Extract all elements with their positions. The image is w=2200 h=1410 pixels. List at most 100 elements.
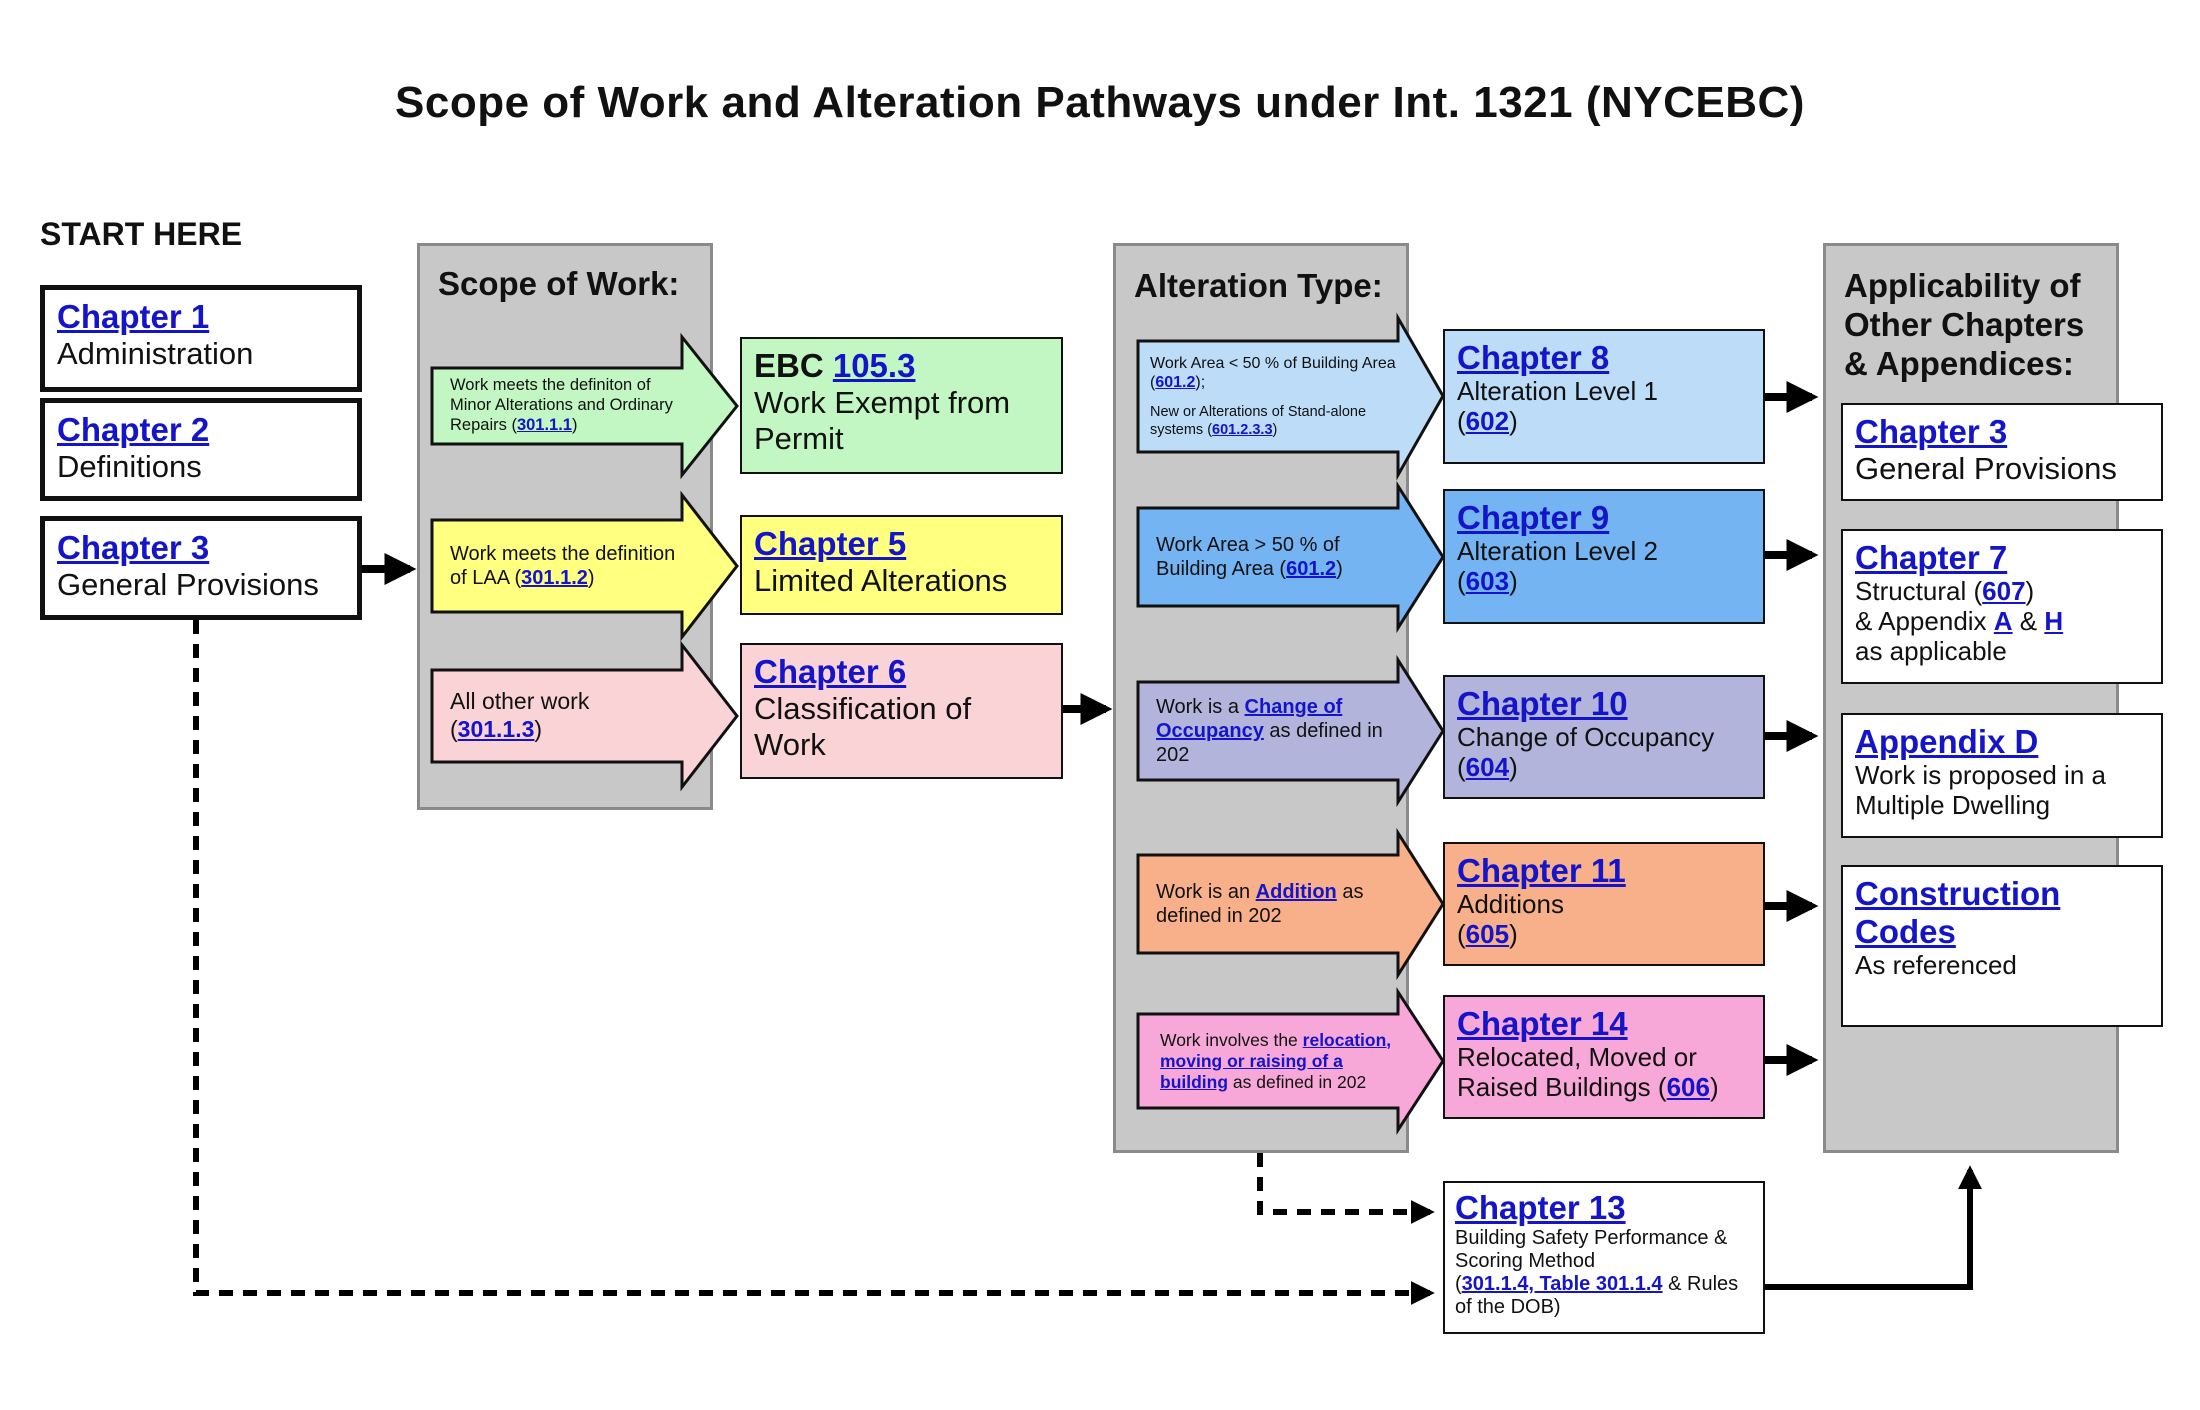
alteration-box-chapter-9: Chapter 9 Alteration Level 2 (603) (1443, 489, 1765, 624)
scope-box-chapter-6-heading[interactable]: Chapter 6 (754, 653, 907, 690)
alteration-arrow-addition-link[interactable]: Addition (1255, 881, 1337, 903)
scope-arrow-minor-alterations-link[interactable]: 301.1.1 (516, 415, 572, 434)
alteration-arrow-relocation-link[interactable]: relocation, moving or raising of a build… (1160, 1029, 1392, 1092)
alteration-arrow-relocation-shape (1136, 986, 1445, 1136)
alteration-box-chapter-14-ref-link[interactable]: 606 (1666, 1071, 1710, 1102)
applicability-box-chapter-7-line1: Structural (607) (1855, 575, 2149, 607)
scope-box-chapter-6: Chapter 6 Classification of Work (740, 643, 1063, 779)
alteration-box-chapter-10-ref-link[interactable]: 604 (1465, 751, 1510, 782)
alteration-box-chapter-11-heading[interactable]: Chapter 11 (1457, 852, 1626, 889)
chapter-13-refs: (301.1.4, Table 301.1.4 & Rules of the D… (1455, 1272, 1739, 1318)
alteration-arrow-addition-post: as defined in 202 (1156, 881, 1364, 927)
alteration-arrow-level-2-shape (1136, 480, 1445, 634)
alteration-box-chapter-11-ref-link[interactable]: 605 (1465, 918, 1510, 949)
alteration-box-chapter-9-ref-link[interactable]: 603 (1465, 565, 1510, 596)
start-box-chapter-3: Chapter 3 General Provisions (40, 516, 362, 620)
applicability-box-appendix-d-text: Work is proposed in a Multiple Dwelling (1855, 759, 2106, 820)
applicability-box-chapter-7-line2-pre: & Appendix (1855, 605, 1994, 636)
alteration-box-chapter-9-text: Alteration Level 2 (1457, 535, 1658, 566)
alteration-arrow-addition: Work is an Addition as defined in 202 (1136, 827, 1445, 981)
alteration-box-chapter-14-heading[interactable]: Chapter 14 (1457, 1005, 1628, 1042)
scope-arrow-minor-alterations-pre: Work meets the definiton of Minor Altera… (450, 376, 673, 434)
applicability-box-chapter-3-heading[interactable]: Chapter 3 (1855, 413, 2008, 450)
connector-start-to-ch13 (193, 620, 1435, 1305)
scope-box-ebc-105-3: EBC 105.3 Work Exempt from Permit (740, 337, 1063, 474)
scope-arrow-all-other-work-link[interactable]: 301.1.3 (457, 716, 535, 742)
scope-arrow-minor-alterations-text: Work meets the definiton of Minor Altera… (450, 337, 685, 475)
scope-arrow-laa-link[interactable]: 301.1.2 (521, 567, 588, 589)
alteration-arrow-relocation-pre: Work involves the (1160, 1029, 1303, 1050)
start-box-chapter-3-heading[interactable]: Chapter 3 (57, 529, 210, 566)
alteration-arrow-level-1-line2-link[interactable]: 601.2.3.3 (1212, 421, 1273, 438)
alteration-arrow-level-1-line1-link[interactable]: 601.2 (1155, 374, 1196, 392)
start-box-chapter-1-text: Administration (57, 335, 254, 371)
applicability-box-chapter-7-line2: & Appendix A & H (1855, 605, 2149, 637)
alteration-arrow-level-1-text: Work Area < 50 % of Building Area (601.2… (1150, 318, 1402, 475)
applicability-box-chapter-7-text-post: ) (2025, 575, 2035, 606)
alteration-arrow-addition-shape (1136, 827, 1445, 981)
alteration-box-chapter-14-text: Relocated, Moved or Raised Buildings (60… (1457, 1041, 1719, 1102)
alteration-box-chapter-14-desc: Relocated, Moved or Raised Buildings (1457, 1041, 1697, 1102)
chapter-13-box: Chapter 13 Building Safety Performance &… (1443, 1181, 1765, 1334)
scope-arrow-laa-text: Work meets the definition of LAA (301.1.… (450, 495, 690, 637)
chapter-13-heading[interactable]: Chapter 13 (1455, 1189, 1626, 1226)
start-box-chapter-1-heading[interactable]: Chapter 1 (57, 298, 210, 335)
applicability-box-chapter-7-link-a[interactable]: A (1993, 605, 2013, 636)
alteration-arrow-relocation-text: Work involves the relocation, moving or … (1160, 992, 1410, 1130)
scope-arrow-minor-alterations-post: ) (572, 415, 578, 434)
applicability-title-text: Applicability of Other Chapters & Append… (1844, 267, 2085, 382)
alteration-box-chapter-8-heading[interactable]: Chapter 8 (1457, 339, 1610, 376)
scope-box-ebc-heading-link[interactable]: 105.3 (832, 347, 916, 384)
alteration-arrow-level-2-link[interactable]: 601.2 (1286, 558, 1337, 580)
alteration-box-chapter-8-text: Alteration Level 1 (1457, 375, 1658, 406)
applicability-box-chapter-7-amp: & (2012, 605, 2045, 636)
applicability-panel-title: Applicability of Other Chapters & Append… (1844, 266, 2114, 383)
applicability-box-chapter-7-link-h[interactable]: H (2044, 605, 2064, 636)
chapter-13-text: Building Safety Performance & Scoring Me… (1455, 1226, 1728, 1272)
connector-alteration-to-ch13 (1257, 1153, 1435, 1224)
applicability-box-chapter-7-line3: as applicable (1855, 635, 2007, 666)
alteration-arrow-level-1: Work Area < 50 % of Building Area (601.2… (1136, 312, 1445, 481)
alteration-arrow-addition-text: Work is an Addition as defined in 202 (1156, 833, 1386, 975)
alteration-arrow-change-of-occupancy-pre: Work is a (1156, 696, 1245, 718)
alteration-box-chapter-11: Chapter 11 Additions (605) (1443, 842, 1765, 966)
alteration-box-chapter-8-ref-link[interactable]: 602 (1465, 405, 1510, 436)
alteration-arrow-relocation: Work involves the relocation, moving or … (1136, 986, 1445, 1136)
chapter-13-refs-post: & Rules of the DOB) (1455, 1272, 1739, 1318)
applicability-box-chapter-7-heading[interactable]: Chapter 7 (1855, 539, 2008, 576)
alteration-box-chapter-10: Chapter 10 Change of Occupancy (604) (1443, 675, 1765, 799)
chapter-13-refs-link[interactable]: 301.1.4, Table 301.1.4 (1461, 1272, 1663, 1295)
connector-ch13-to-applicability (1765, 1165, 1982, 1290)
alteration-arrow-relocation-post: as defined in 202 (1228, 1071, 1367, 1092)
scope-arrow-all-other-work-shape (430, 640, 739, 792)
scope-box-chapter-5: Chapter 5 Limited Alterations (740, 515, 1063, 615)
applicability-box-chapter-7: Chapter 7 Structural (607) & Appendix A … (1841, 529, 2163, 684)
scope-box-chapter-6-text: Classification of Work (754, 690, 972, 762)
alteration-box-chapter-10-heading[interactable]: Chapter 10 (1457, 685, 1628, 722)
applicability-box-chapter-7-ref-link[interactable]: 607 (1982, 575, 2026, 606)
start-box-chapter-2-heading[interactable]: Chapter 2 (57, 411, 210, 448)
alteration-arrow-level-1-shape (1136, 312, 1445, 481)
applicability-box-construction-codes-heading[interactable]: Construction Codes (1855, 875, 2061, 950)
start-box-chapter-3-text: General Provisions (57, 566, 319, 602)
scope-box-chapter-5-heading[interactable]: Chapter 5 (754, 525, 907, 562)
applicability-box-construction-codes-text: As referenced (1855, 949, 2017, 980)
page-title: Scope of Work and Alteration Pathways un… (395, 78, 1805, 127)
applicability-box-appendix-d-heading[interactable]: Appendix D (1855, 723, 2039, 760)
alteration-arrow-level-1-line1-post: ); (1195, 374, 1206, 392)
alteration-arrow-change-of-occupancy-link[interactable]: Change of Occupancy (1156, 696, 1343, 742)
alteration-box-chapter-9-ref: (603) (1457, 565, 1518, 596)
alteration-box-chapter-8: Chapter 8 Alteration Level 1 (602) (1443, 329, 1765, 464)
alteration-box-chapter-9-heading[interactable]: Chapter 9 (1457, 499, 1610, 536)
start-label: START HERE (40, 216, 243, 252)
applicability-box-chapter-7-text-pre: Structural ( (1855, 575, 1983, 606)
alteration-box-chapter-10-ref: (604) (1457, 751, 1518, 782)
alteration-arrow-level-1-line2-pre: New or Alterations of Stand-alone system… (1150, 404, 1367, 438)
scope-arrow-laa-shape (430, 490, 739, 642)
alteration-arrow-level-2-text: Work Area > 50 % of Building Area (601.2… (1156, 486, 1386, 628)
alteration-box-chapter-8-ref: (602) (1457, 405, 1518, 436)
start-box-chapter-2: Chapter 2 Definitions (40, 398, 362, 501)
scope-box-ebc-105-3-heading: EBC 105.3 (754, 347, 1049, 385)
applicability-box-chapter-3: Chapter 3 General Provisions (1841, 403, 2163, 501)
